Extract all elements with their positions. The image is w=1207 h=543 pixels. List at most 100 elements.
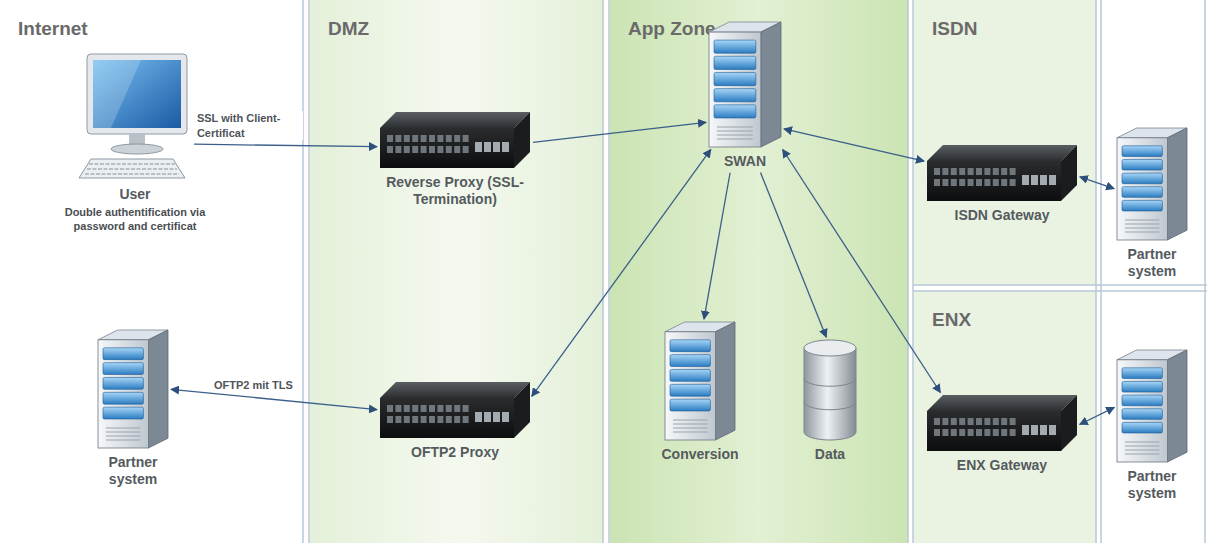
switch-port [959,418,965,425]
switch-port [968,418,974,425]
separator-line [913,290,1207,292]
server-side [1167,350,1187,462]
switch-port [951,429,957,436]
switch-icon [927,395,1077,451]
switch-port [993,429,999,436]
switch-port [454,135,460,142]
switch-port [412,135,418,142]
device-label: Data [815,446,845,463]
server-bay [103,348,143,360]
switch-port [429,135,435,142]
server-icon [1117,350,1187,462]
db-node: Data [804,340,856,463]
switch-port [976,429,982,436]
server-vent [717,127,753,128]
app-zone-fill [610,0,908,543]
server-bay [103,392,143,404]
switch-port [421,146,427,153]
switch-side [514,112,530,168]
uplink-port [1022,175,1029,185]
switch-port [404,416,410,423]
zone-band: InternetUserDouble authentification via … [0,0,303,543]
switch-port [437,135,443,142]
switch-port [446,405,452,412]
separator-line [912,0,914,543]
switch-port [1001,179,1007,186]
server-node: Partner system [94,330,172,488]
connector-arrow [1080,407,1115,424]
keyboard-row [85,173,179,175]
switch-port [959,179,965,186]
switch-front [927,411,1061,451]
monitor-node: UserDouble authentification via password… [45,52,225,233]
switch-port [421,405,427,412]
server-node: Partner system [1113,350,1191,502]
server-vent [1125,450,1159,451]
switch-side [1061,395,1077,451]
server-front [1117,138,1167,240]
connector-arrow [533,122,706,142]
connector-arrow [761,173,827,338]
separator-line [907,0,909,543]
switch-port [446,416,452,423]
server-vent [673,420,707,421]
switch-port [437,405,443,412]
switch-port [395,146,401,153]
switch-port [446,146,452,153]
server-side [715,322,735,440]
server-bay [1122,409,1162,420]
server-bay [1122,368,1162,379]
connector-arrow [1080,177,1114,189]
zone-band: App ZoneSWANConversionData [610,0,908,543]
uplink-port [1040,175,1047,185]
switch-port [984,179,990,186]
device-label: User [119,186,150,203]
switch-port [959,429,965,436]
server-vent [1125,224,1159,225]
switch-port [437,146,443,153]
server-vent [1125,454,1159,455]
switch-port [463,416,469,423]
switch-port [968,168,974,175]
switch-port [984,418,990,425]
switch-port [429,146,435,153]
switch-front [380,128,514,168]
switch-port [984,429,990,436]
separator-line [1095,0,1097,543]
server-bay [670,369,710,381]
device-label: Conversion [661,446,738,463]
device-label: ENX Gateway [957,457,1047,474]
switch-port [934,418,940,425]
server-vent [106,428,140,429]
database-band [804,378,856,386]
separator-line [913,284,1207,286]
connector-label: OFTP2 mit TLS [212,378,295,392]
switch-port [951,179,957,186]
server-node: Partner system [1113,128,1191,280]
switch-port [463,405,469,412]
switch-port [942,168,948,175]
zone-band: ISDNISDN GatewayPartner system [914,0,1207,285]
switch-port [429,405,435,412]
server-bay [1122,146,1162,157]
keyboard-row [89,163,175,165]
server-bay [1122,395,1162,406]
switch-port [412,146,418,153]
switch-port [412,405,418,412]
uplink-port [502,412,509,422]
server-bay [1122,187,1162,198]
device-label: OFTP2 Proxy [411,444,499,461]
separator-line [302,0,304,543]
connector-arrow [194,144,377,146]
switch-port [976,179,982,186]
separator-line [1100,0,1102,543]
separator-line [308,0,310,543]
enx-fill [914,291,1096,543]
switch-port [454,405,460,412]
server-vent [106,440,140,441]
uplink-port [1049,425,1056,435]
switch-port [387,416,393,423]
server-front [1117,360,1167,462]
server-node: SWAN [709,22,781,170]
switch-port [387,405,393,412]
